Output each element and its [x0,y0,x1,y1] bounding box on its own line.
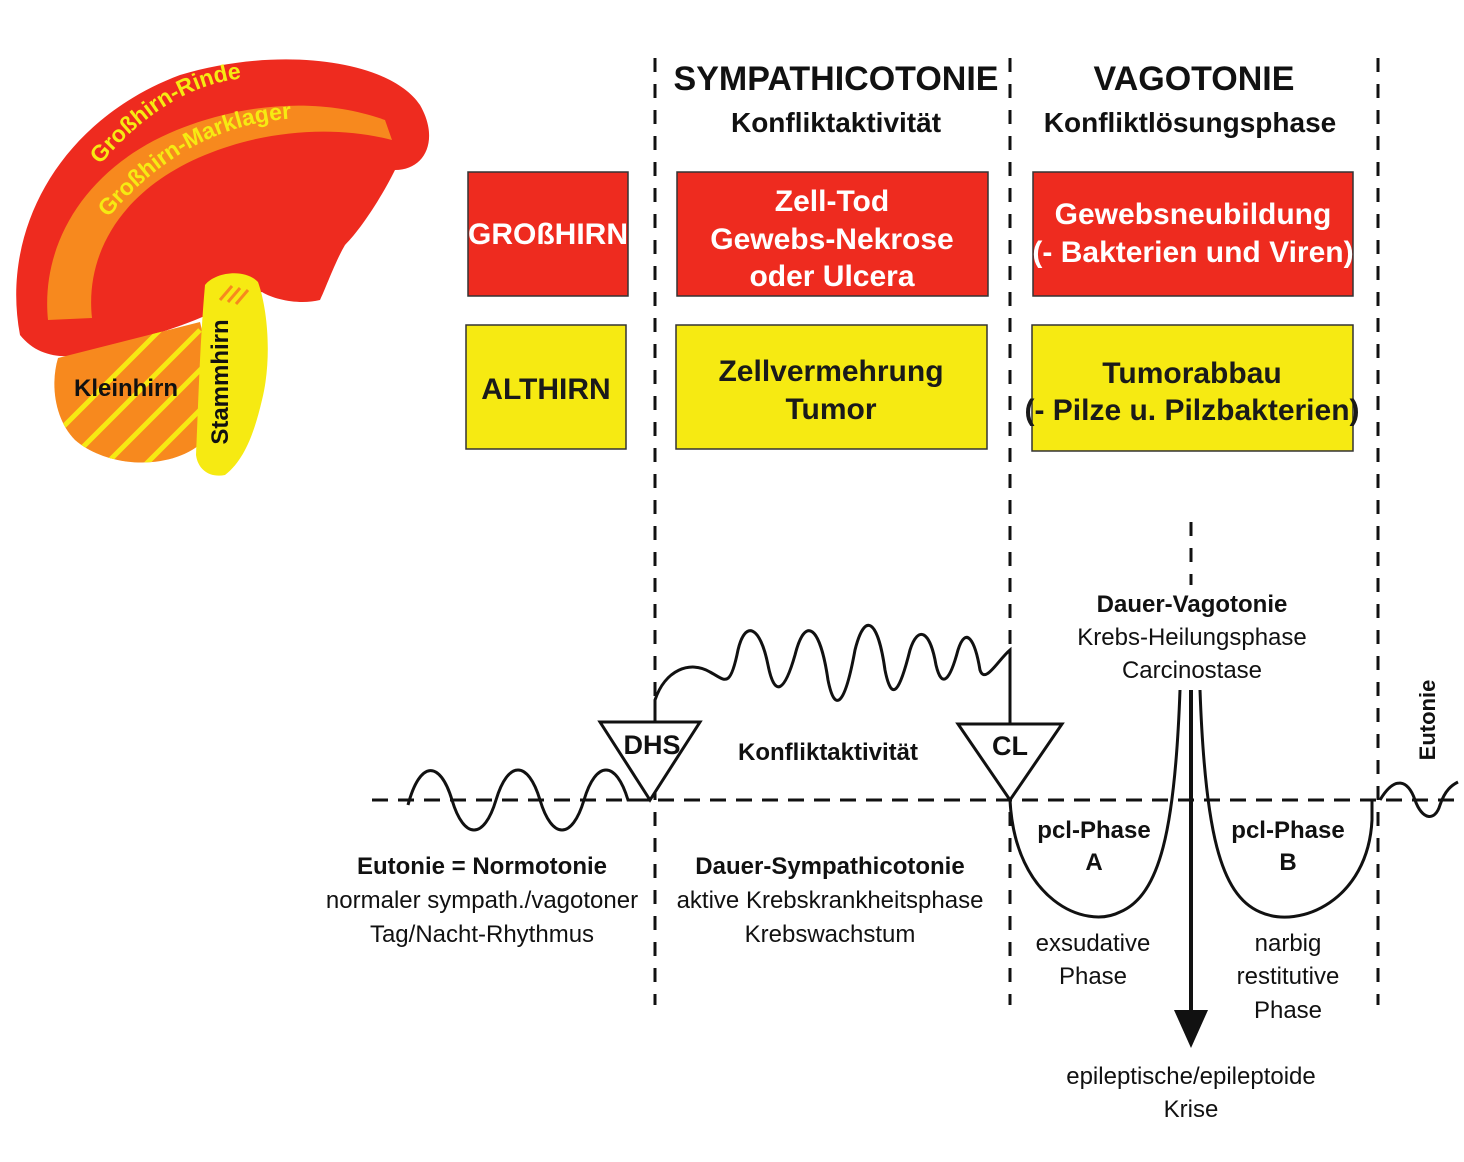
cortex-shape [16,59,430,357]
box-sym-red-line2: Gewebs-Nekrose [710,223,953,256]
exsudativ-line1: exsudative [1036,930,1151,957]
pcl-b-title: pcl-Phase [1231,817,1344,844]
narbig-line1: narbig [1255,930,1322,957]
pcl-a-title: pcl-Phase [1037,817,1150,844]
pcl-phase-b-curve [1198,689,1374,919]
eutonie-line2: Tag/Nacht-Rhythmus [370,921,594,948]
dhs-label: DHS [623,730,680,760]
box-vag-yellow: Tumorabbau (- Pilze u. Pilzbakterien) [1024,324,1360,452]
eutonie-wave-right [1378,780,1459,818]
dauer-vag-line1: Krebs-Heilungsphase [1077,624,1306,651]
dhs-marker: DHS [597,720,703,803]
box-sym-yellow: Zellvermehrung Tumor [675,324,988,450]
pcl-a-letter: A [1085,849,1102,876]
dauer-vag-title: Dauer-Vagotonie [1097,591,1288,618]
narbig-line2: restitutive [1237,963,1340,990]
box-vag-red-line1: Gewebsneubildung [1055,198,1332,231]
box-grosshirn-label: GROßHIRN [468,218,628,251]
krise-arrow-head [1174,1010,1208,1048]
krise-description: epileptische/epileptoide Krise [1066,1063,1316,1123]
box-althirn-label: ALTHIRN [481,373,610,406]
cerebellum-label: Kleinhirn [74,375,178,402]
vagotonie-subtitle: Konfliktlösungsphase [1044,107,1336,138]
krise-line2: Krise [1164,1096,1219,1123]
dauer-sym-line1: aktive Krebskrankheitsphase [677,887,984,914]
dauer-vagotonie-description: Dauer-Vagotonie Krebs-Heilungsphase Carc… [1077,591,1306,684]
dauer-sympathicotonie-description: Dauer-Sympathicotonie aktive Krebskrankh… [677,853,984,948]
box-sym-yellow-line2: Tumor [785,393,876,426]
sympathicotonie-title: SYMPATHICOTONIE [674,60,999,98]
exsudative-phase-description: exsudative Phase [1036,930,1151,990]
sympathicotonie-subtitle: Konfliktaktivität [731,107,941,138]
box-vag-yellow-line2: (- Pilze u. Pilzbakterien) [1024,394,1359,427]
box-sym-red-line1: Zell-Tod [775,185,889,218]
sympathicotonie-curve [653,624,1012,800]
box-sym-red: Zell-Tod Gewebs-Nekrose oder Ulcera [676,171,989,297]
cl-marker: CL [955,722,1065,803]
eutonie-line1: normaler sympath./vagotoner [326,887,638,914]
eutonie-vertical-label: Eutonie [1415,680,1440,761]
narbig-line3: Phase [1254,997,1322,1024]
box-althirn: ALTHIRN [465,324,627,450]
box-vag-red: Gewebsneubildung (- Bakterien und Viren) [1032,171,1354,297]
column-dividers [653,58,1380,1005]
brainstem-shape [196,273,268,476]
brainstem-label: Stammhirn [207,319,234,444]
box-vag-yellow-line1: Tumorabbau [1102,357,1281,390]
box-sym-red-line3: oder Ulcera [749,260,914,293]
eutonie-description: Eutonie = Normotonie normaler sympath./v… [326,853,638,948]
box-vag-red-line2: (- Bakterien und Viren) [1032,236,1353,269]
box-sym-yellow-line1: Zellvermehrung [718,355,943,388]
dauer-sym-line2: Krebswachstum [745,921,916,948]
exsudativ-line2: Phase [1059,963,1127,990]
pcl-b-letter: B [1279,849,1296,876]
vagotonie-title: VAGOTONIE [1094,60,1295,98]
dauer-sym-title: Dauer-Sympathicotonie [695,853,964,880]
box-grosshirn: GROßHIRN [467,171,629,297]
cl-label: CL [992,731,1028,761]
medulla-band [47,105,392,320]
eutonie-title: Eutonie = Normotonie [357,853,607,880]
narbig-phase-description: narbig restitutive Phase [1237,930,1340,1024]
krise-line1: epileptische/epileptoide [1066,1063,1316,1090]
dauer-vag-line2: Carcinostase [1122,657,1262,684]
konfliktaktivitaet-label: Konfliktaktivität [738,739,918,766]
brain-illustration: Großhirn-Rinde Großhirn-Marklager Kleinh… [16,58,430,476]
eutonie-wave-left [406,768,650,832]
pcl-phase-a-curve [1008,689,1182,919]
